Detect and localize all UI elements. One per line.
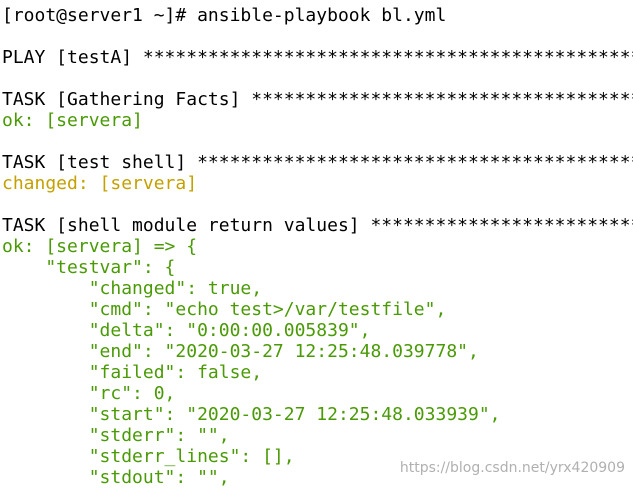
- terminal-line: [0, 68, 633, 89]
- terminal-line: PLAY [testA] ***************************…: [2, 47, 633, 68]
- terminal-line: changed: [servera]: [2, 173, 198, 194]
- terminal-line: "stderr_lines": [],: [2, 446, 295, 467]
- terminal-line: "changed": true,: [2, 278, 263, 299]
- terminal-line: "stderr": "",: [2, 425, 230, 446]
- terminal-line: ok: [servera] => {: [2, 236, 198, 257]
- terminal-line: [0, 26, 633, 47]
- terminal-line: ok: [servera]: [2, 110, 143, 131]
- terminal-line: "rc": 0,: [2, 383, 176, 404]
- terminal-line: TASK [test shell] **********************…: [2, 152, 633, 173]
- terminal-line: "start": "2020-03-27 12:25:48.033939",: [2, 404, 501, 425]
- terminal-line: [root@server1 ~]# ansible-playbook bl.ym…: [2, 5, 447, 26]
- terminal-line: [0, 131, 633, 152]
- terminal-line: TASK [Gathering Facts] *****************…: [2, 89, 633, 110]
- terminal-line: "delta": "0:00:00.005839",: [2, 320, 371, 341]
- terminal-line: TASK [shell module return values] ******…: [2, 215, 633, 236]
- terminal-line: "failed": false,: [2, 362, 263, 383]
- terminal-line: [0, 194, 633, 215]
- terminal-line: "cmd": "echo test>/var/testfile",: [2, 299, 447, 320]
- watermark: https://blog.csdn.net/yrx420909: [399, 460, 625, 476]
- terminal-line: "stdout": "",: [2, 467, 230, 488]
- terminal-line: "testvar": {: [2, 257, 176, 278]
- terminal-line: "end": "2020-03-27 12:25:48.039778",: [2, 341, 479, 362]
